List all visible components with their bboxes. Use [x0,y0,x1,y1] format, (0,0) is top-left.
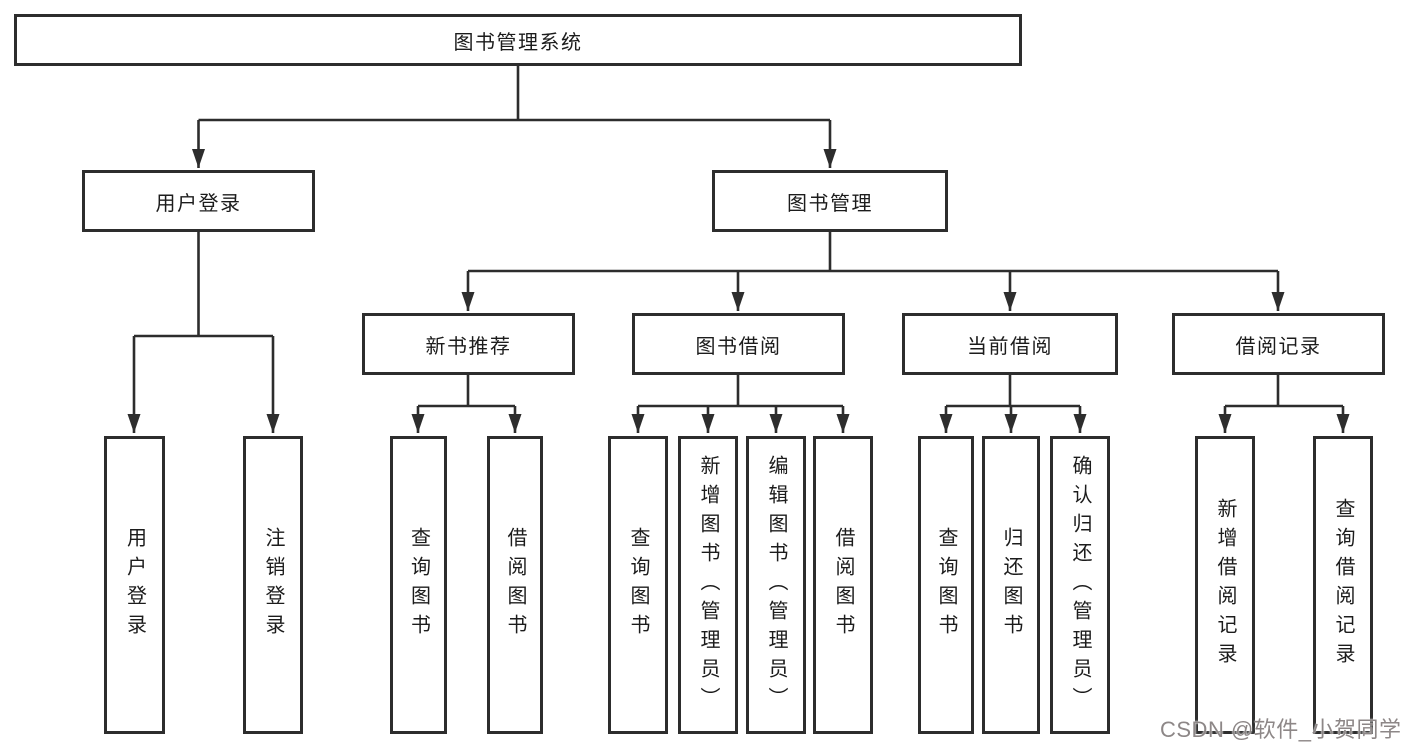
node-book-borrow: 图书借阅 [632,313,845,375]
csdn-watermark: CSDN @软件_小贺同学 [1160,717,1402,742]
leaf-borrow-books-2-label: 借阅图书 [832,527,854,643]
leaf-query-books-3: 查询图书 [918,436,974,734]
node-borrow-records-label: 借阅记录 [1235,335,1322,358]
leaf-add-borrow-record-label: 新增借阅记录 [1214,498,1236,672]
node-new-book-recommend-label: 新书推荐 [425,335,512,358]
leaf-logout-label: 注销登录 [262,527,284,643]
leaf-user-login-label: 用户登录 [123,527,146,643]
node-root: 图书管理系统 [14,14,1022,66]
node-current-borrow: 当前借阅 [902,313,1118,375]
leaf-edit-books-admin: 编辑图书（管理员） [746,436,806,734]
node-book-borrow-label: 图书借阅 [695,335,782,358]
leaf-borrow-books-2: 借阅图书 [813,436,873,734]
leaf-query-books-2-label: 查询图书 [627,527,649,643]
node-new-book-recommend: 新书推荐 [362,313,575,375]
leaf-query-books-3-label: 查询图书 [935,527,957,643]
leaf-add-books-admin-label: 新增图书（管理员） [697,454,719,716]
leaf-add-borrow-record: 新增借阅记录 [1195,436,1255,734]
leaf-logout: 注销登录 [243,436,303,734]
leaf-confirm-return-admin-label: 确认归还（管理员） [1069,454,1091,716]
leaf-query-borrow-record: 查询借阅记录 [1313,436,1373,734]
leaf-query-books-2: 查询图书 [608,436,668,734]
leaf-query-books-1-label: 查询图书 [407,527,430,643]
leaf-borrow-books-1-label: 借阅图书 [504,527,526,643]
node-root-label: 图书管理系统 [453,31,583,54]
leaf-borrow-books-1: 借阅图书 [487,436,543,734]
node-borrow-records: 借阅记录 [1172,313,1385,375]
node-user-login: 用户登录 [82,170,315,232]
node-book-management-label: 图书管理 [787,192,873,215]
node-current-borrow-label: 当前借阅 [967,335,1053,358]
leaf-return-books-label: 归还图书 [1000,527,1022,643]
node-user-login-label: 用户登录 [155,192,242,215]
leaf-edit-books-admin-label: 编辑图书（管理员） [765,454,787,716]
leaf-add-books-admin: 新增图书（管理员） [678,436,738,734]
leaf-query-books-1: 查询图书 [390,436,447,734]
leaf-query-borrow-record-label: 查询借阅记录 [1332,498,1354,672]
leaf-return-books: 归还图书 [982,436,1040,734]
node-book-management: 图书管理 [712,170,948,232]
leaf-user-login: 用户登录 [104,436,165,734]
leaf-confirm-return-admin: 确认归还（管理员） [1050,436,1110,734]
